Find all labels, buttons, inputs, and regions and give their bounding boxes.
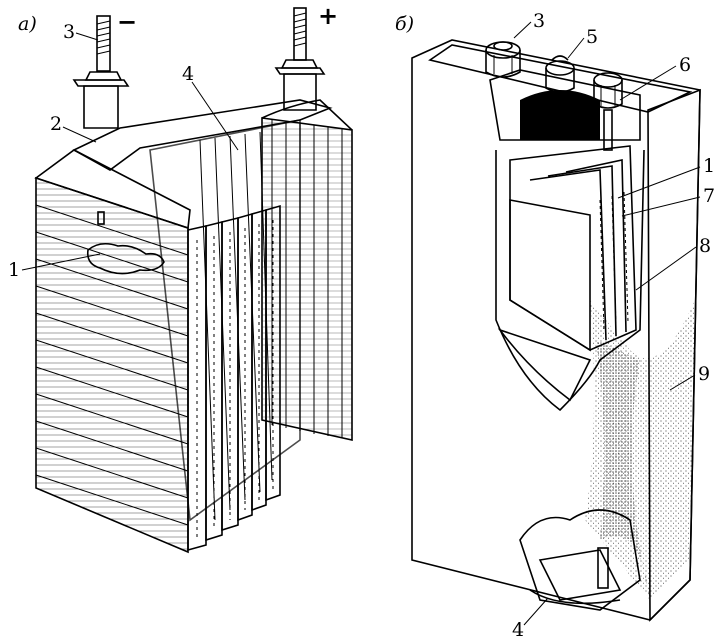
- front-plate: [34, 149, 191, 554]
- bottom-cutaway: [519, 509, 641, 611]
- label-b-3: 3: [533, 10, 545, 32]
- panel-a-plate-pack: [34, 7, 353, 554]
- panel-b-labels: б) 3 5 6 1 7 8 9 4: [395, 10, 715, 641]
- panel-b-cell-cutaway: [411, 39, 701, 622]
- front-plate-stack: [187, 204, 281, 552]
- vent-cap-5: [545, 55, 575, 93]
- label-a-2: 2: [50, 113, 62, 135]
- negative-sign: −: [117, 8, 137, 36]
- terminal-6: [593, 72, 623, 151]
- panel-a-labels: а) 3 − + 4 2 1: [8, 2, 338, 281]
- cutaway-plate-block: [509, 145, 637, 352]
- label-a-4: 4: [182, 63, 194, 85]
- positive-terminal: [274, 7, 326, 111]
- panel-b-letter: б): [395, 13, 414, 35]
- label-b-6: 6: [679, 54, 691, 76]
- vent-cap-3: [485, 41, 521, 78]
- rear-plate-group: [261, 99, 353, 441]
- negative-terminal: [72, 15, 130, 129]
- label-b-1: 1: [703, 155, 715, 177]
- connecting-bridge: [72, 99, 333, 171]
- label-b-4: 4: [512, 619, 524, 641]
- label-a-1: 1: [8, 259, 20, 281]
- positive-sign: +: [318, 2, 338, 30]
- label-b-8: 8: [699, 235, 711, 257]
- label-a-3: 3: [63, 21, 75, 43]
- label-b-5: 5: [586, 26, 598, 48]
- label-b-7: 7: [703, 185, 715, 207]
- panel-a-letter: а): [18, 13, 37, 35]
- label-b-9: 9: [698, 363, 710, 385]
